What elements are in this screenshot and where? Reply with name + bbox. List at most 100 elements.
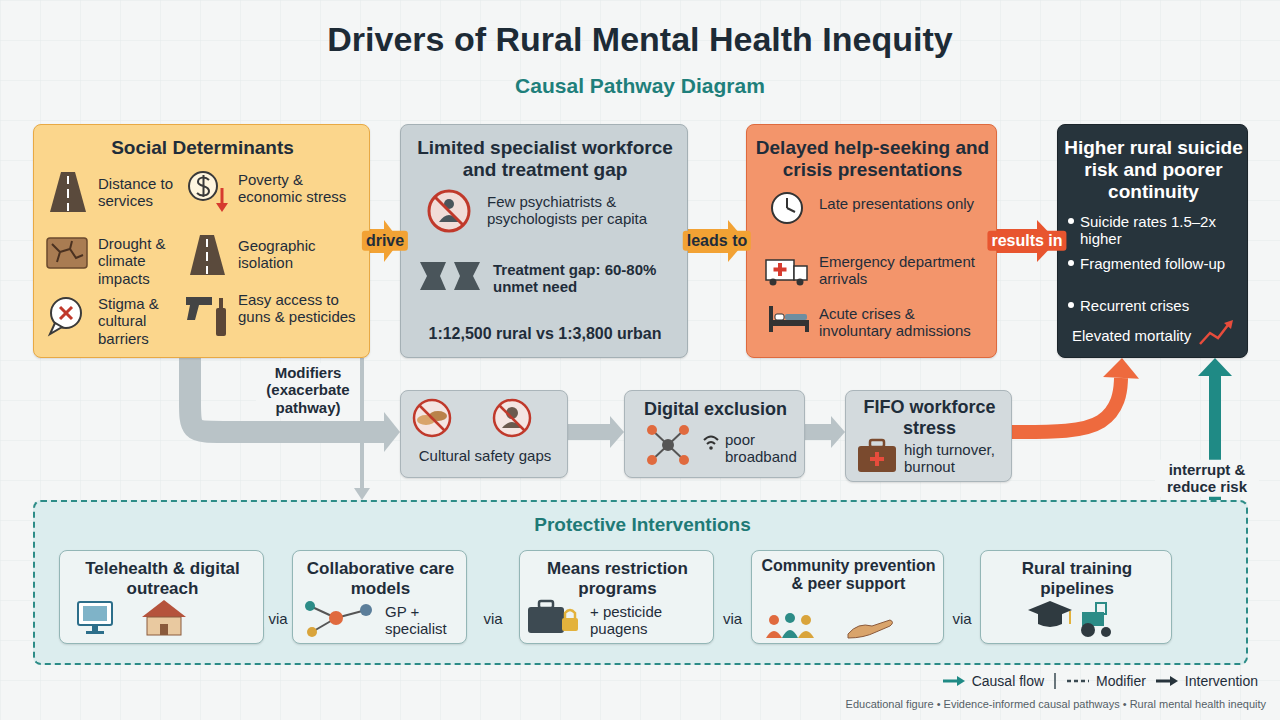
dollar-icon-part: [189, 172, 217, 200]
legend: Causal flow Modifier Intervention: [941, 672, 1258, 690]
hospital-bed-icon-part: [769, 320, 809, 326]
edge-label: via: [948, 609, 975, 628]
legend-sample: [1067, 681, 1089, 682]
legend-item: Causal flow: [941, 672, 1044, 690]
legend-sample: [943, 676, 965, 686]
node-text: poor broadband: [725, 431, 803, 466]
bullet-dots-part: [1068, 218, 1074, 224]
road-icon-part: [67, 203, 69, 211]
stigma-bubble-icon-part: [50, 323, 62, 334]
trend-up-icon: [1200, 320, 1233, 344]
node-text: Easy access to guns & pesticides: [238, 291, 365, 326]
edge-label: via: [719, 609, 746, 628]
hospital-bed-icon-part: [805, 320, 809, 332]
legend-text: Causal flow: [972, 673, 1044, 689]
house-icon-part: [142, 600, 186, 617]
drone-icon-part: [679, 455, 689, 465]
intervention-box: Community prevention & peer support: [751, 550, 944, 644]
legend-item: Modifier: [1052, 672, 1146, 690]
hospital-bed-icon: [769, 306, 809, 332]
ambulance-icon-part: [797, 279, 804, 286]
connector-line: [805, 424, 831, 440]
clock-icon: [772, 193, 802, 223]
edge-label: drive: [362, 231, 408, 251]
intervention-box: Rural training pipelines: [980, 550, 1172, 644]
briefcase-lock-icon: [528, 601, 578, 633]
isolation-road-icon-part: [190, 235, 225, 275]
handshake-crossed-icon: [414, 400, 450, 436]
helping-hand-icon-part: [848, 620, 893, 638]
graduation-cap-icon: [1028, 601, 1072, 627]
title: Drivers of Rural Mental Health Inequity: [0, 20, 1280, 59]
connector-line: [568, 424, 610, 440]
dollar-icon-part: [216, 203, 228, 212]
node-heading: Digital exclusion: [625, 399, 806, 420]
determinants-box: Social DeterminantsDistance to servicesP…: [33, 124, 370, 358]
suitcase-icon-part: [858, 446, 896, 472]
handshake-crossed-icon-part: [417, 415, 435, 425]
monitor-icon-part: [86, 631, 104, 634]
drone-icon-part: [647, 425, 657, 435]
hospital-bed-icon-part: [775, 314, 784, 320]
node-heading: Means restriction programs: [526, 559, 709, 598]
intervention-box: Means restriction programs+ pesticide pu…: [519, 550, 714, 644]
ambulance-icon-part: [766, 260, 794, 280]
legend-text: Intervention: [1185, 673, 1258, 689]
person-crossed-icon-part: [499, 405, 525, 431]
connector: [1012, 358, 1139, 432]
drought-icon-part: [52, 241, 83, 262]
bullet-dots-part: [1068, 260, 1074, 266]
stigma-bubble-icon-part: [51, 298, 81, 328]
briefcase-lock-icon-part: [539, 601, 553, 608]
dollar-icon-part: [221, 188, 224, 204]
network-icon-part: [305, 601, 315, 611]
dollar-icon-part: [197, 175, 209, 197]
handshake-crossed-icon-part: [429, 411, 447, 421]
graduation-cap-icon-part: [1069, 611, 1071, 624]
briefcase-lock-icon-part: [528, 607, 564, 633]
network-icon-part: [310, 606, 336, 618]
node-text: Few psychiatrists & psychologists per ca…: [487, 193, 683, 228]
drought-icon: [47, 238, 87, 268]
wifi-icon: [704, 437, 718, 450]
node-text: Treatment gap: 60-80% unmet need: [493, 261, 683, 296]
gun-bottle-icon-part: [219, 298, 223, 309]
node-heading: Protective Interventions: [35, 514, 1250, 536]
arrowhead: [1198, 358, 1232, 376]
drone-icon-part: [647, 455, 657, 465]
edge-label: via: [479, 609, 506, 628]
outcome-box: Higher rural suicide risk and poorer con…: [1057, 124, 1248, 358]
tractor-icon: [1081, 603, 1111, 637]
legend-sample: [1154, 672, 1180, 690]
legend-separator: [1052, 672, 1060, 690]
legend-sample: [943, 680, 957, 683]
node-text: Emergency department arrivals: [819, 253, 991, 288]
isolation-road-icon: [190, 235, 225, 275]
workforce-box: Limited specialist workforce and treatme…: [400, 124, 688, 358]
stigma-bubble-icon-part: [60, 307, 72, 319]
network-icon-part: [312, 618, 336, 632]
road-icon: [50, 172, 86, 212]
node-heading: Social Determinants: [34, 137, 371, 159]
drought-icon-part: [47, 238, 87, 268]
node-text: GP + specialist: [385, 603, 463, 638]
edge-label: results in: [987, 231, 1066, 251]
hospital-bed-icon-part: [769, 306, 773, 332]
wifi-icon-part: [709, 446, 713, 450]
broken-arrows-icon-part: [454, 262, 480, 290]
house-icon-part: [160, 624, 168, 635]
arrowhead: [831, 416, 845, 448]
arrowhead: [354, 488, 370, 500]
bullet-dots-part: [1068, 302, 1074, 308]
house-icon-part: [147, 617, 181, 635]
node-heading: Cultural safety gaps: [401, 447, 569, 464]
dollar-icon: [189, 172, 228, 212]
stigma-bubble-icon-part: [60, 307, 72, 319]
road-icon-part: [67, 189, 69, 198]
network-icon-part: [336, 610, 366, 618]
road-icon-part: [67, 176, 69, 184]
legend-item: Intervention: [1154, 672, 1258, 690]
edge-label: interrupt & reduce risk: [1155, 460, 1259, 497]
node-heading: Limited specialist workforce and treatme…: [411, 137, 679, 181]
monitor-icon-part: [92, 625, 98, 631]
